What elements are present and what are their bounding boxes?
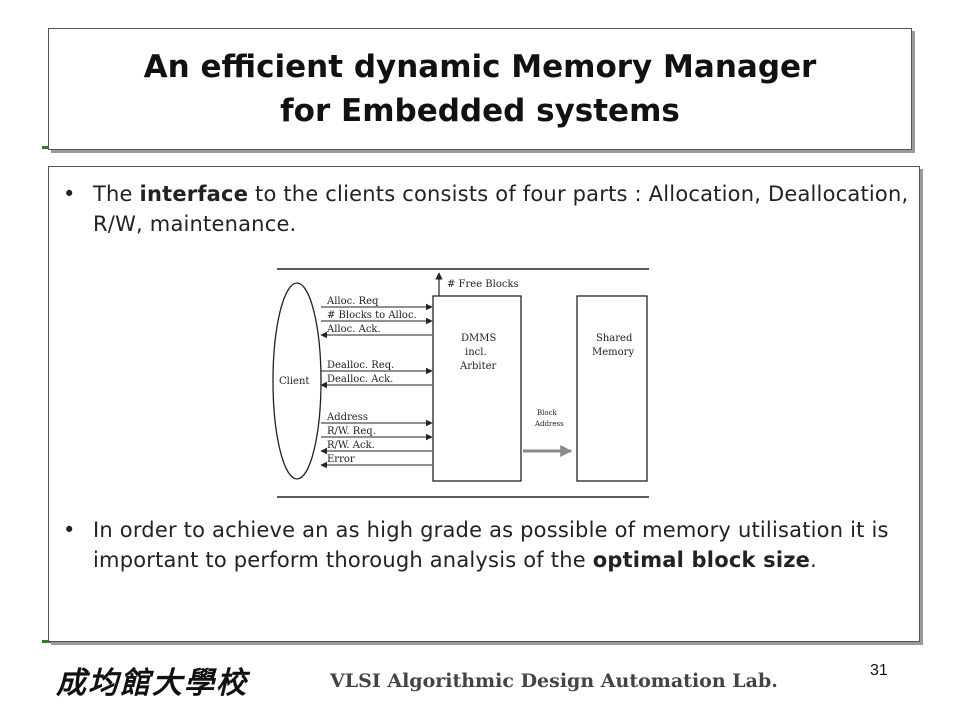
dmms-label-line-3: Arbiter bbox=[459, 361, 497, 372]
signal-label: R/W. Ack. bbox=[327, 440, 375, 451]
dmms-box bbox=[432, 295, 522, 482]
client-label: Client bbox=[279, 376, 309, 387]
bullet-text: The interface to the clients consists of… bbox=[93, 179, 913, 239]
bullet-text-post: . bbox=[810, 548, 817, 572]
signal-label: Error bbox=[327, 454, 355, 465]
slide-title-line-2: for Embedded systems bbox=[280, 93, 680, 129]
block-address-label-line-1: Block bbox=[537, 409, 558, 417]
signal-label: Address bbox=[326, 412, 368, 423]
dmms-label-line-1: DMMS bbox=[461, 333, 496, 344]
signal-arrows: Alloc. Req # Blocks to Alloc. Alloc. Ack. D… bbox=[320, 296, 433, 469]
shared-memory-label-line-2: Memory bbox=[592, 347, 634, 358]
signal-label: Alloc. Req bbox=[326, 296, 379, 307]
bullet-text-bold: interface bbox=[139, 182, 249, 206]
block-address-label-line-2: Address bbox=[534, 420, 564, 428]
bullet-dot: • bbox=[63, 518, 76, 542]
memory-manager-diagram: Client DMMS incl. Arbiter Shared Memory … bbox=[272, 268, 649, 498]
content-box: • The interface to the clients consists … bbox=[48, 166, 920, 642]
dmms-label-line-2: incl. bbox=[465, 347, 487, 358]
university-logo-text: 成均館大學校 bbox=[56, 666, 248, 701]
signal-label: Dealloc. Ack. bbox=[327, 374, 393, 385]
free-blocks-label: # Free Blocks bbox=[447, 279, 519, 290]
bullet-block-size: • In order to achieve an as high grade a… bbox=[63, 515, 913, 575]
bullet-text-post: to the clients consists of four parts : … bbox=[93, 182, 909, 236]
shared-memory-box bbox=[576, 295, 648, 482]
bullet-text-pre: The bbox=[93, 182, 140, 206]
signal-label: # Blocks to Alloc. bbox=[327, 310, 417, 321]
bullet-text-bold: optimal block size bbox=[592, 548, 811, 572]
bullet-text-pre: In order to achieve an as high grade as … bbox=[93, 518, 889, 572]
lab-name: VLSI Algorithmic Design Automation Lab. bbox=[330, 670, 778, 692]
slide-title-line-1: An efficient dynamic Memory Manager bbox=[143, 49, 817, 85]
signal-label: Alloc. Ack. bbox=[326, 324, 381, 335]
title-box: An efficient dynamic Memory Manager for … bbox=[48, 28, 912, 150]
client-ellipse bbox=[272, 282, 322, 480]
signal-label: Dealloc. Req. bbox=[327, 360, 394, 371]
bullet-dot: • bbox=[63, 182, 76, 206]
shared-memory-label-line-1: Shared bbox=[596, 333, 633, 344]
page-number: 31 bbox=[870, 662, 888, 679]
bullet-interface: • The interface to the clients consists … bbox=[63, 179, 913, 239]
signal-label: R/W. Req. bbox=[327, 426, 376, 437]
bullet-text: In order to achieve an as high grade as … bbox=[93, 515, 913, 575]
